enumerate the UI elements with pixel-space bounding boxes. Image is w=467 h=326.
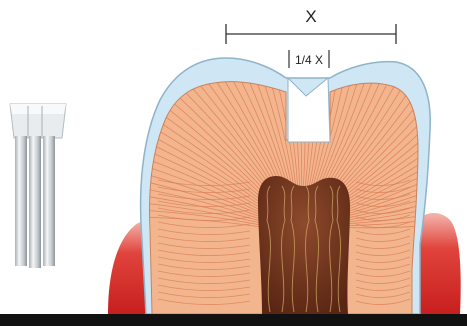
- dimension-x: X: [226, 7, 396, 44]
- dimension-x-label: X: [305, 7, 316, 26]
- pulp-chamber: [258, 176, 350, 314]
- bottom-bar: [0, 314, 467, 326]
- dental-bur-icon: [10, 104, 66, 268]
- dimension-quarter-x-label: 1/4 X: [295, 53, 323, 67]
- dimension-quarter-x: 1/4 X: [289, 50, 329, 68]
